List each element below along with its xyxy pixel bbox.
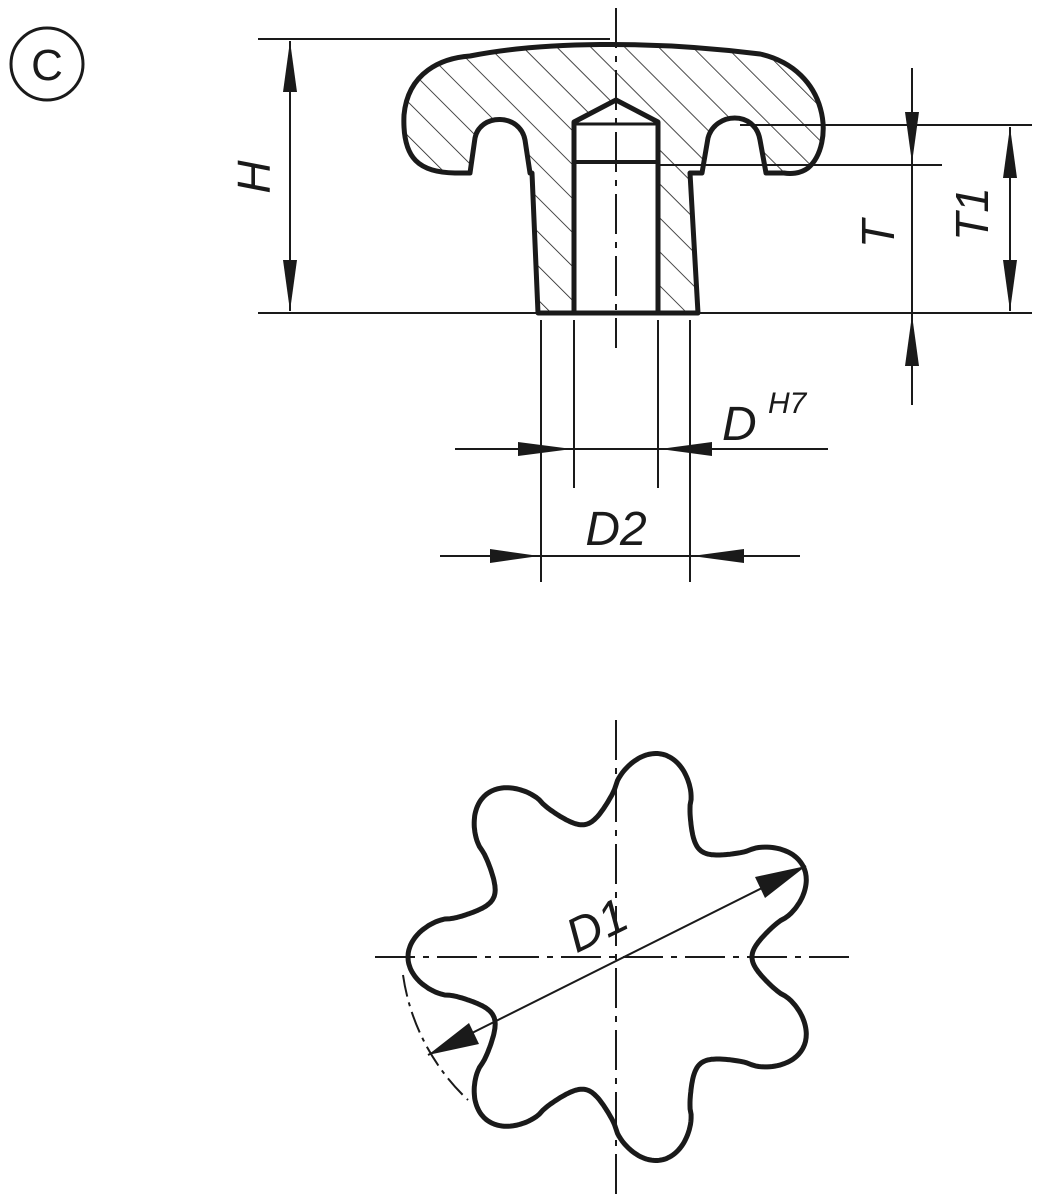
section-view: H T T1 D H7 xyxy=(228,8,1032,582)
dimension-t: T xyxy=(852,68,919,405)
variant-marker: C xyxy=(9,26,85,102)
label-t: T xyxy=(852,217,904,248)
variant-circle xyxy=(9,26,85,102)
label-t1: T1 xyxy=(946,187,998,241)
dimension-d2: D2 xyxy=(440,503,800,563)
dimension-h: H xyxy=(228,41,297,311)
label-h: H xyxy=(228,160,280,194)
star-knob-outline xyxy=(405,751,809,1163)
label-d-tolerance: H7 xyxy=(768,387,808,420)
label-d: D xyxy=(722,398,757,451)
label-d1: D1 xyxy=(558,889,636,964)
top-view: D1 xyxy=(375,720,856,1196)
dimension-t1: T1 xyxy=(946,127,1017,311)
label-d2: D2 xyxy=(585,503,646,556)
dimension-d: D H7 xyxy=(455,387,828,456)
outer-diameter-phantom-arc xyxy=(402,974,469,1101)
variant-label: C xyxy=(31,41,63,90)
